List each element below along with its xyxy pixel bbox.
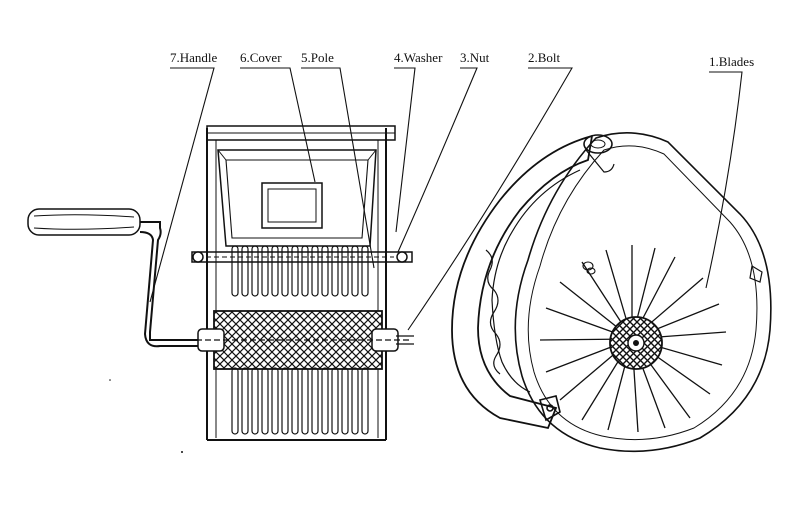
leader-lines xyxy=(149,67,743,331)
upper-comb xyxy=(231,245,369,297)
leader-cover xyxy=(240,67,316,183)
specks xyxy=(109,379,183,453)
edge-latch xyxy=(749,265,763,283)
leader-washer xyxy=(394,67,416,233)
label-washer: 4.Washer xyxy=(394,50,443,65)
crank-arm xyxy=(139,221,210,348)
cover xyxy=(217,149,377,247)
label-blades: 1.Blades xyxy=(709,54,754,69)
housing-inner xyxy=(527,145,758,441)
handle-grip xyxy=(27,208,141,236)
front-view xyxy=(27,125,414,441)
side-view xyxy=(451,132,772,453)
guard-arc xyxy=(451,134,594,430)
label-bolt: 2.Bolt xyxy=(528,50,561,65)
guard-grip-ribs xyxy=(485,249,501,375)
leader-nut xyxy=(397,67,478,253)
screw xyxy=(582,261,596,275)
blade-drum-side xyxy=(196,310,414,370)
label-pole: 5.Pole xyxy=(301,50,334,65)
bottom-clip xyxy=(538,395,561,422)
blade-hub xyxy=(609,316,663,370)
label-handle: 7.Handle xyxy=(170,50,218,65)
housing-outer xyxy=(514,132,772,453)
leader-handle xyxy=(149,67,215,303)
pivot-knob xyxy=(583,134,615,173)
outer-frame xyxy=(206,125,396,441)
leader-bolt xyxy=(407,67,573,331)
leader-blades xyxy=(705,71,743,289)
label-cover: 6.Cover xyxy=(240,50,282,65)
label-nut: 3.Nut xyxy=(460,50,490,65)
callout-labels: 7.Handle 6.Cover 5.Pole 4.Washer 3.Nut 2… xyxy=(170,50,754,69)
leader-pole xyxy=(301,67,375,269)
lower-comb xyxy=(231,367,369,435)
guard-inner-groove xyxy=(491,169,581,393)
